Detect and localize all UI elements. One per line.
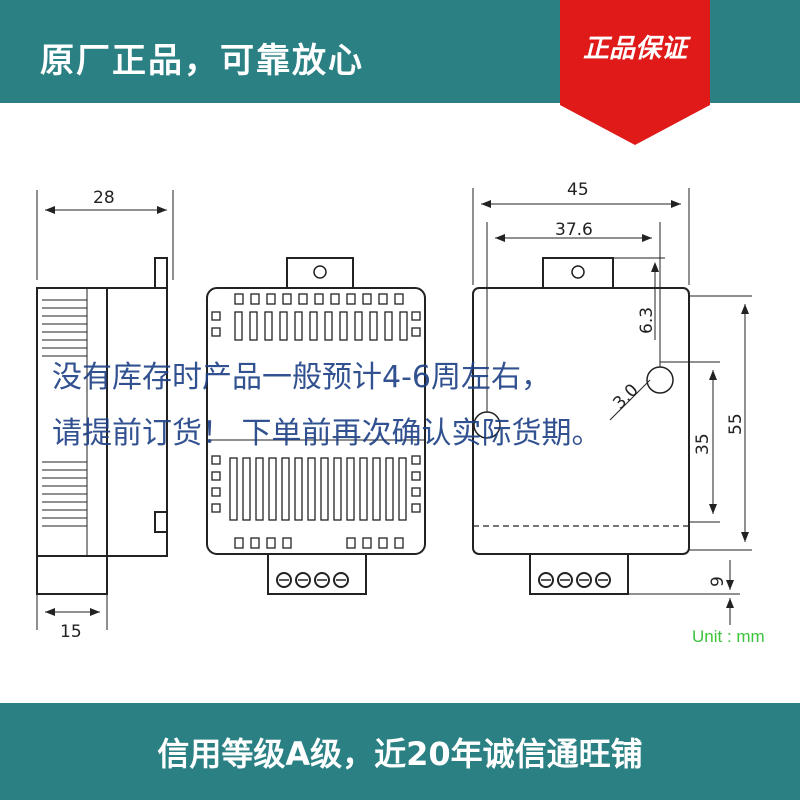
dim-overall-height: 55	[726, 413, 746, 435]
dim-inner-width: 37.6	[555, 220, 593, 240]
dim-hole-diameter: 3.0	[609, 380, 642, 413]
side-view	[36, 190, 174, 630]
header-title: 原厂正品，可靠放心	[40, 41, 364, 81]
stock-notice-line-2: 请提前订货！ 下单前再次确认实际货期。	[52, 416, 602, 451]
quality-badge	[560, 0, 710, 145]
dim-side-rail: 15	[60, 622, 82, 642]
dim-side-width: 28	[93, 188, 115, 208]
quality-badge-label: 正品保证	[582, 34, 687, 64]
dim-tab-height: 6.3	[637, 307, 657, 334]
footer-title: 信用等级A级，近20年诚信通旺铺	[157, 735, 643, 773]
footer-bar	[0, 703, 800, 800]
unit-label: Unit : mm	[692, 627, 765, 646]
dim-hole-spacing: 35	[693, 433, 713, 455]
dim-terminal-height: 9	[708, 576, 728, 587]
dim-overall-width: 45	[567, 180, 589, 200]
back-view	[472, 188, 752, 625]
front-view	[206, 257, 426, 595]
stock-notice-line-1: 没有库存时产品一般预计4-6周左右，	[52, 360, 551, 395]
